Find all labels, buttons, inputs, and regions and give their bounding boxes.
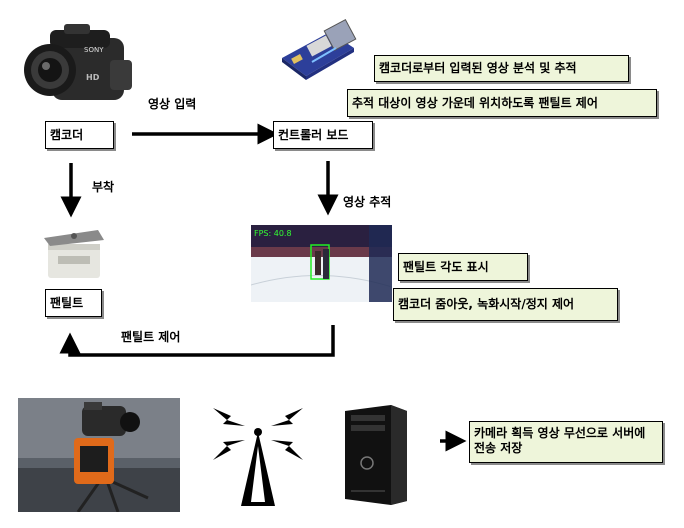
camcorder-icon: SONY HD <box>24 24 132 100</box>
edge-label-video-track: 영상 추적 <box>343 195 392 209</box>
controller-board-label: 컨트롤러 보드 <box>278 127 349 142</box>
note-center: 추적 대상이 영상 가운데 위치하도록 팬틸트 제어 <box>347 89 657 117</box>
pantilt-icon <box>44 230 104 278</box>
tracking-overlay-text: FPS: 40.8 <box>254 229 292 238</box>
note-wireless: 카메라 획득 영상 무선으로 서버에 전송 저장 <box>469 421 663 463</box>
note-zoom: 캠코더 줌아웃, 녹화시작/정지 제어 <box>393 288 618 321</box>
pantilt-box: 팬틸트 <box>45 289 102 317</box>
note-analyze: 캠코더로부터 입력된 영상 분석 및 추적 <box>374 55 629 82</box>
antenna-icon <box>213 408 303 506</box>
edge-label-video-input: 영상 입력 <box>148 97 197 111</box>
controller-board-box: 컨트롤러 보드 <box>273 121 373 149</box>
camcorder-badge: HD <box>86 73 100 82</box>
camcorder-brand: SONY <box>84 46 104 54</box>
field-camera-icon <box>18 398 180 512</box>
note-angle: 팬틸트 각도 표시 <box>398 253 528 281</box>
edge-label-pantilt-control: 팬틸트 제어 <box>121 330 181 344</box>
camcorder-box: 캠코더 <box>45 121 114 149</box>
camcorder-label: 캠코더 <box>50 127 84 142</box>
arrow-pantilt-control <box>59 325 335 357</box>
controller-board-icon <box>282 18 357 80</box>
tracking-screen-icon: FPS: 40.8 <box>251 225 392 302</box>
pantilt-label: 팬틸트 <box>50 295 84 310</box>
edge-label-attach: 부착 <box>92 180 115 194</box>
server-icon <box>345 405 407 505</box>
